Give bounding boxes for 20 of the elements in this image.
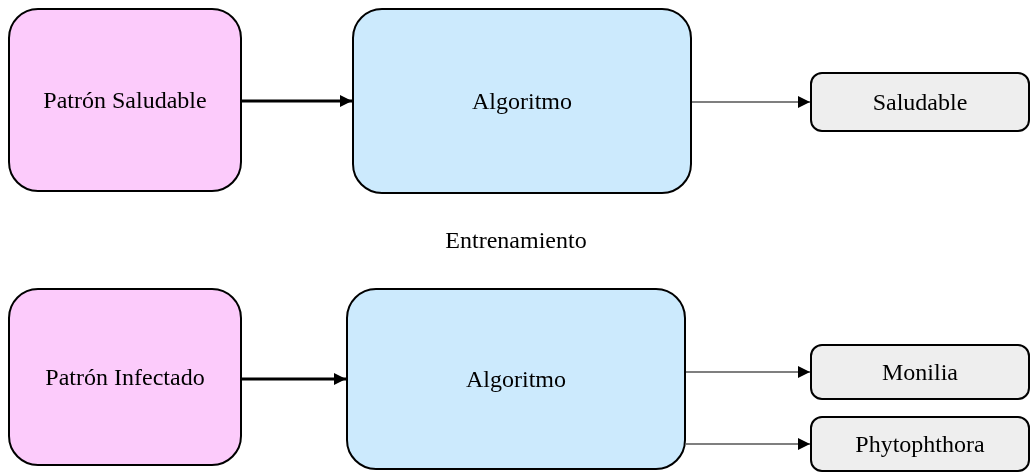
arrow [691, 96, 811, 108]
node-text: Patrón Saludable [43, 86, 207, 115]
input-box [8, 288, 242, 466]
node-text: Monilia [882, 358, 958, 387]
arrow [242, 95, 352, 107]
arrow [242, 373, 346, 385]
output-box [810, 72, 1030, 132]
arrow [685, 438, 811, 450]
node-text: Saludable [872, 88, 968, 117]
input-box [8, 8, 242, 192]
process-box [346, 288, 686, 470]
node-text: Algoritmo [466, 365, 566, 394]
process-box [352, 8, 692, 194]
output-box [810, 344, 1030, 400]
node-text: Phytophthora [855, 430, 985, 459]
arrow [685, 366, 811, 378]
section-label: Entrenamiento [444, 226, 588, 255]
node-text: Patrón Infectado [45, 363, 205, 392]
node-text: Algoritmo [472, 87, 572, 116]
output-box [810, 416, 1030, 472]
